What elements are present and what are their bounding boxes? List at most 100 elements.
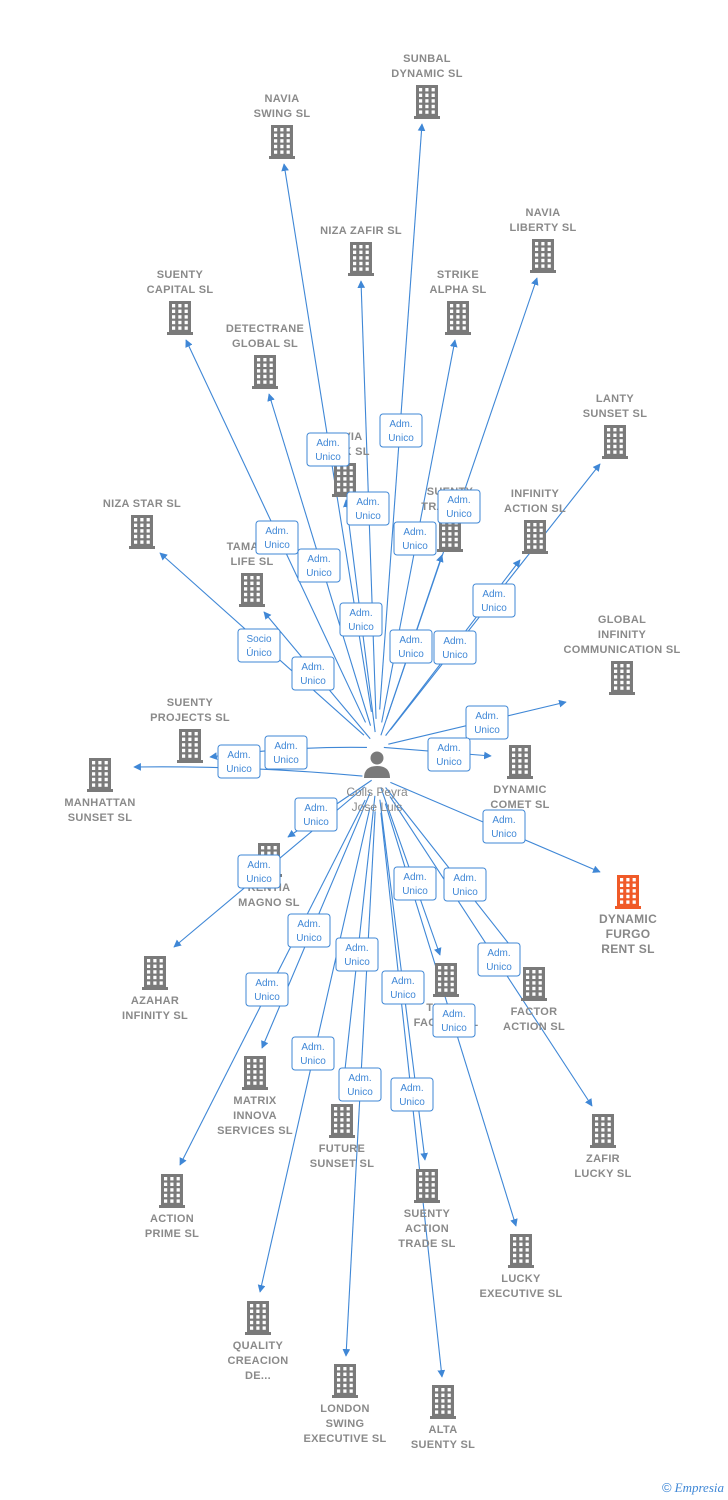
role-badge-adm-unico[interactable]: Adm.Unico — [437, 489, 481, 524]
role-badge-adm-unico[interactable]: Adm.Unico — [381, 970, 425, 1005]
badge-label: Unico — [452, 887, 478, 898]
badge-label: Adm. — [389, 419, 412, 430]
role-badge-adm-unico[interactable]: Adm.Unico — [379, 413, 423, 448]
badges-layer: Adm.UnicoAdm.UnicoAdm.UnicoAdm.UnicoAdm.… — [217, 413, 526, 1112]
role-badge-adm-unico[interactable]: Adm. Unico — [477, 942, 521, 977]
badge-label: Unico — [486, 962, 512, 973]
role-badge-adm-unico[interactable]: Adm.Unico — [245, 972, 289, 1007]
role-badge-adm-unico[interactable]: Adm.Unico — [291, 1036, 335, 1071]
role-badge-adm-unico[interactable]: Adm.Unico — [306, 432, 350, 467]
role-badge-adm-unico[interactable]: Adm. Unico — [287, 913, 331, 948]
badge-label: Único — [246, 646, 272, 659]
badge-label: Unico — [390, 990, 416, 1001]
building-icon — [142, 956, 168, 990]
badge-label: Adm. — [487, 948, 510, 959]
role-badge-adm-unico[interactable]: Adm.Unico — [443, 867, 487, 902]
badge-label: Unico — [441, 1023, 467, 1034]
company-label: SUNBAL — [403, 53, 451, 65]
brand-footer[interactable]: ©Empresia — [662, 1480, 724, 1496]
company-label: CREACION — [227, 1355, 288, 1367]
company-label: QUALITY — [233, 1340, 284, 1352]
badge-label: Unico — [446, 509, 472, 520]
badge-label: Unico — [273, 755, 299, 766]
badge-label: Unico — [246, 874, 272, 885]
role-badge-adm-unico[interactable]: Adm.Unico — [297, 548, 341, 583]
badge-label: Adm. — [297, 919, 320, 930]
badge-label: Adm. — [227, 750, 250, 761]
building-icon — [87, 758, 113, 792]
role-badge-adm-unico[interactable]: Adm.Unico — [472, 583, 516, 618]
building-icon — [414, 85, 440, 119]
role-badge-adm-unico[interactable]: Adm.Unico — [393, 521, 437, 556]
company-label: LUCKY SL — [574, 1168, 631, 1180]
building-icon — [159, 1174, 185, 1208]
role-badge-adm-unico[interactable]: Adm.Unico — [291, 656, 335, 691]
role-badge-adm-unico[interactable]: Adm.Unico — [465, 705, 509, 740]
role-badge-adm-unico[interactable]: Adm.Unico — [338, 1067, 382, 1102]
role-badge-adm-unico[interactable]: Adm.Unico — [294, 797, 338, 832]
role-badge-adm-unico[interactable]: Adm.Unico — [482, 809, 526, 844]
company-label: ACTION — [150, 1213, 194, 1225]
role-badge-adm-unico[interactable]: Adm.Unico — [433, 630, 477, 665]
company-label: DYNAMIC — [599, 912, 657, 926]
role-badge-adm-unico[interactable]: Adm.Unico — [390, 1077, 434, 1112]
badge-label: Unico — [344, 957, 370, 968]
badge-label: Unico — [402, 541, 428, 552]
role-badge-adm-unico[interactable]: Adm.Unico — [389, 629, 433, 664]
company-label: SERVICES SL — [217, 1125, 293, 1137]
role-badge-adm-unico[interactable]: Adm.Unico — [427, 737, 471, 772]
company-label: DYNAMIC — [493, 784, 546, 796]
role-badge-adm-unico[interactable]: Adm.Unico — [255, 520, 299, 555]
company-label: MANHATTAN — [64, 797, 135, 809]
badge-label: Unico — [296, 933, 322, 944]
role-badge-adm-unico[interactable]: Adm.Unico — [432, 1003, 476, 1038]
company-label: TRADE SL — [398, 1238, 455, 1250]
building-icon — [602, 425, 628, 459]
badge-label: Unico — [474, 725, 500, 736]
company-label: CAPITAL SL — [147, 284, 214, 296]
company-label: LUCKY — [501, 1273, 541, 1285]
company-node-niza-zafir[interactable]: NIZA ZAFIR SL — [320, 225, 402, 276]
role-badge-adm-unico[interactable]: Adm.Unico — [217, 744, 261, 779]
badge-label: Adm. — [301, 662, 324, 673]
building-icon — [430, 1385, 456, 1419]
role-badge-adm-unico[interactable]: Adm.Unico — [264, 735, 308, 770]
role-badge-adm-unico[interactable]: Adm.Unico — [335, 937, 379, 972]
company-node-quality[interactable]: QUALITYCREACIONDE... — [227, 1301, 288, 1382]
company-label: MATRIX — [233, 1095, 277, 1107]
role-badge-adm-unico[interactable]: Adm.Unico — [237, 854, 281, 889]
company-label: DETECTRANE — [226, 323, 304, 335]
role-badge-adm-unico[interactable]: Adm.Unico — [393, 866, 437, 901]
company-node-detectrane[interactable]: DETECTRANE GLOBAL SL — [226, 323, 304, 389]
company-label: GLOBAL SL — [232, 338, 298, 350]
company-node-niza-star[interactable]: NIZA STAR SL — [103, 498, 181, 549]
role-badge-adm-unico[interactable]: Adm.Unico — [339, 602, 383, 637]
badge-label: Unico — [491, 829, 517, 840]
company-label: ALPHA SL — [430, 284, 487, 296]
role-badge-adm-unico[interactable]: Adm.Unico — [346, 491, 390, 526]
